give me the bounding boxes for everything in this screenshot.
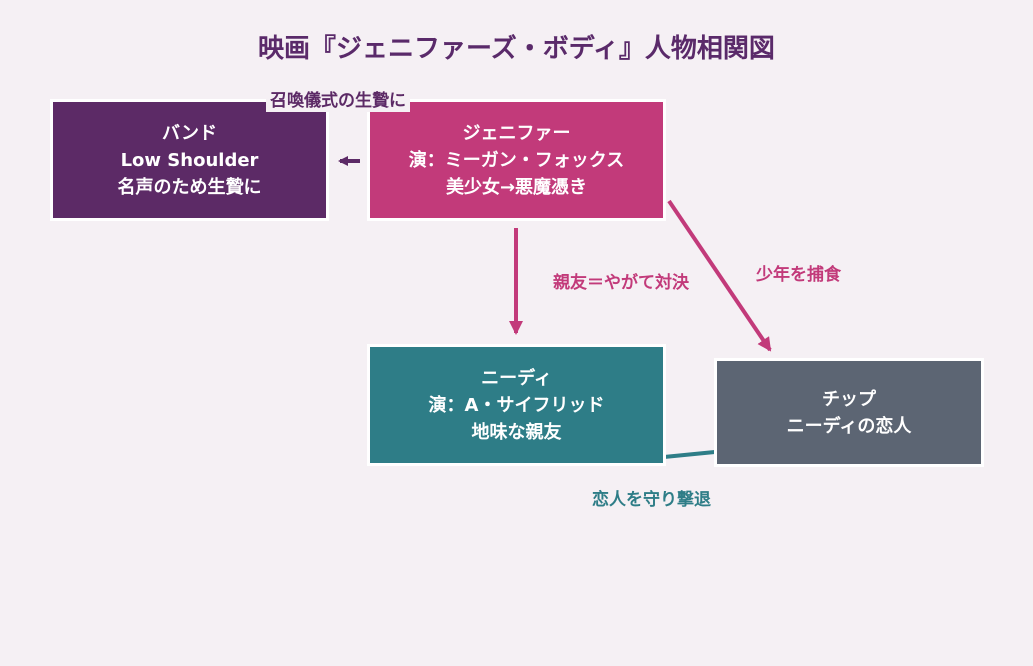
node-jennifer-line-2: 演：ミーガン・フォックス <box>408 149 625 171</box>
edge-label-prey: 少年を捕食 <box>756 265 841 285</box>
node-needy-line-3: 地味な親友 <box>471 421 562 443</box>
node-chip-line-2: ニーディの恋人 <box>786 415 912 437</box>
node-band-line-2: Low Shoulder <box>120 149 259 171</box>
node-chip: チップ ニーディの恋人 <box>714 358 984 467</box>
node-needy-line-1: ニーディ <box>481 367 552 389</box>
node-needy-line-2: 演：A・サイフリッド <box>428 394 605 416</box>
edge-label-friend: 親友＝やがて対決 <box>553 273 689 293</box>
node-band-line-3: 名声のため生贄に <box>117 176 262 198</box>
arrow-jennifer-to-chip <box>667 199 772 352</box>
node-jennifer-line-3: 美少女→悪魔憑き <box>445 176 588 198</box>
node-needy: ニーディ 演：A・サイフリッド 地味な親友 <box>367 344 666 466</box>
edge-label-summon: 召喚儀式の生贄に <box>266 85 410 112</box>
diagram-title: 映画『ジェニファーズ・ボディ』人物相関図 <box>258 34 775 64</box>
node-band: バンド Low Shoulder 名声のため生贄に <box>50 99 329 221</box>
node-band-line-1: バンド <box>162 122 217 144</box>
edge-label-protect: 恋人を守り撃退 <box>592 490 711 510</box>
node-jennifer-line-1: ジェニファー <box>462 122 571 144</box>
node-jennifer: ジェニファー 演：ミーガン・フォックス 美少女→悪魔憑き <box>367 99 666 221</box>
node-chip-line-1: チップ <box>822 388 876 410</box>
